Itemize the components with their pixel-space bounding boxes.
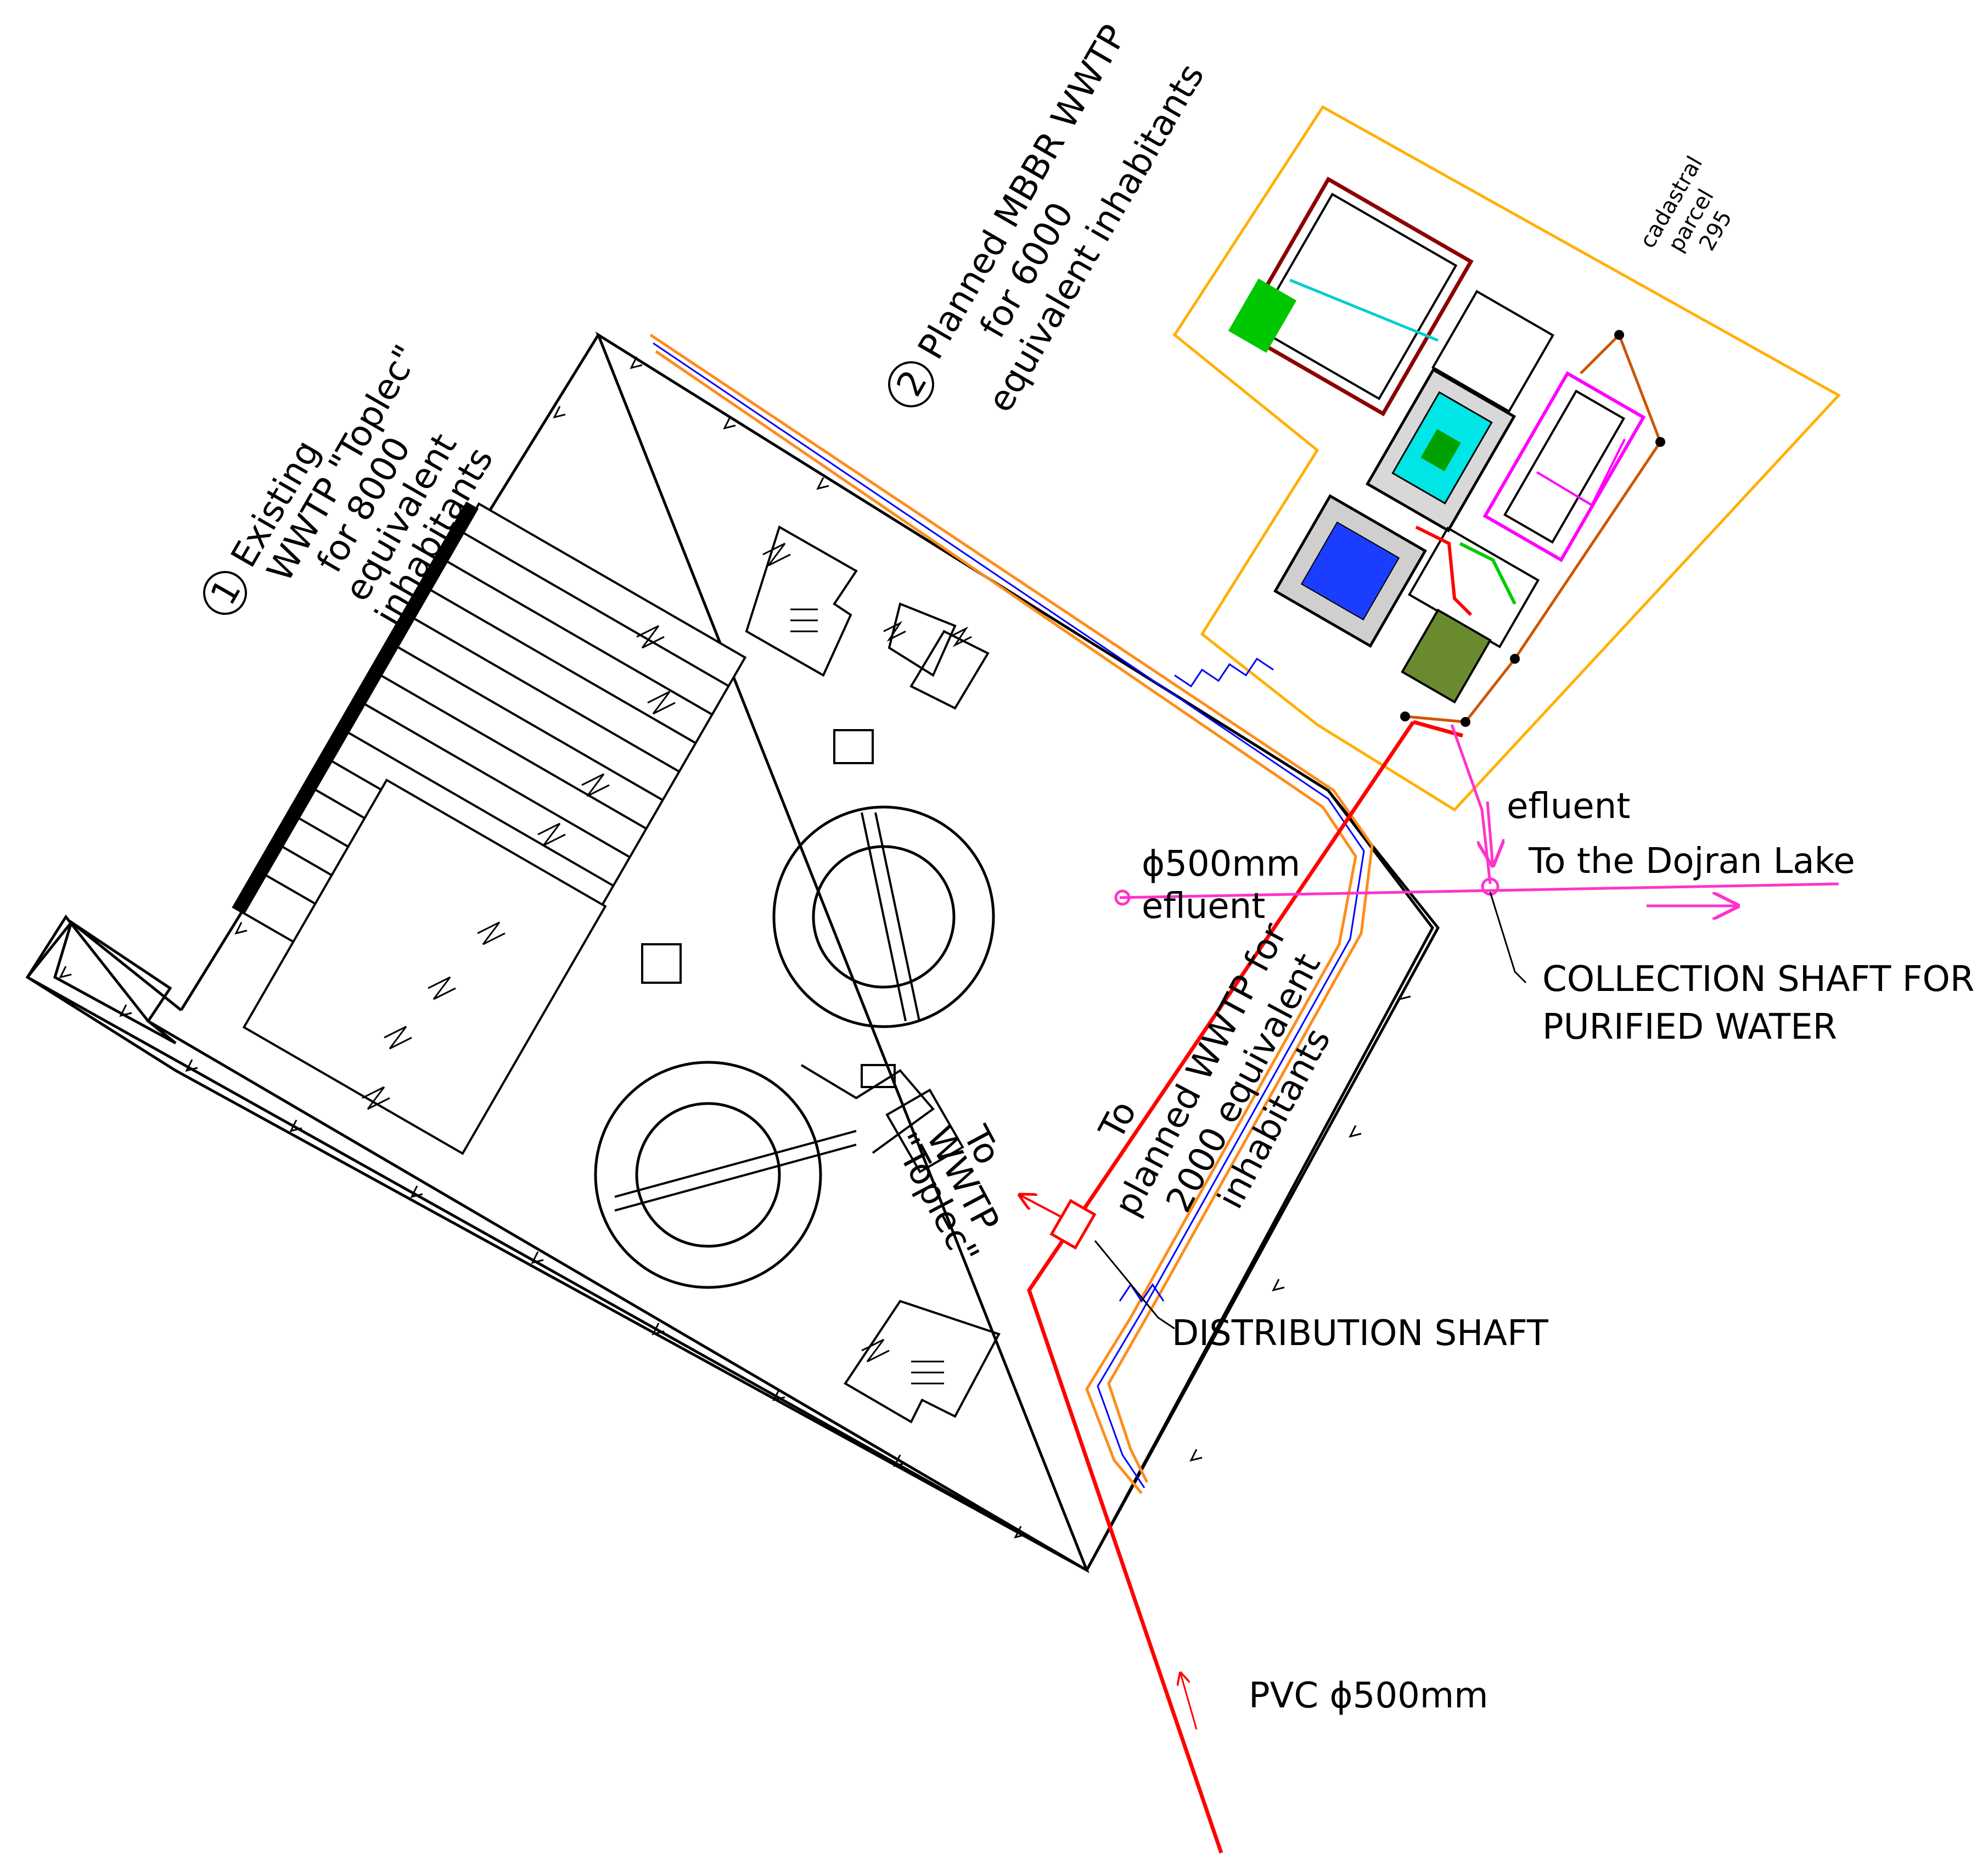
existing-site-boundary [25,331,1440,1573]
clarifier-lower [594,1061,857,1289]
existing-buildings [641,525,1001,1424]
building-hatches [762,542,972,1385]
collection-shaft-leader [1489,892,1527,984]
cadastral-parcel-295 [1172,105,1841,812]
distribution-shaft-label: DISTRIBUTION SHAFT [1172,1313,1549,1354]
collection-shaft-label-2: PURIFIED WATER [1542,1007,1837,1047]
phi500-efluent-label-2: efluent [1142,886,1265,927]
mbbr-units [1228,176,1646,704]
influent-pipe [1018,720,1463,1854]
clarifier-upper [772,805,995,1028]
collection-shaft-label-1: COLLECTION SHAFT FOR [1542,959,1974,1000]
cadastral-label: cadastral parcel 295 [1635,152,1737,256]
to-planned-wwtp-label: To planned WWTP for 2000 equivalent inha… [1091,916,1339,1223]
drying-bed-zigzags [362,625,676,1110]
phi500-efluent-label-1: ϕ500mm [1142,844,1300,884]
dojran-lake-label: To the Dojran Lake [1528,841,1855,882]
distribution-shaft-leader [1094,1240,1175,1330]
drying-beds [232,501,747,1155]
pipeline-corridor [649,333,1374,1494]
efluent-top-label: efluent [1507,786,1630,827]
planned-wwtp-label: 2 Planned MBBR WWTP for 6000 equivalent … [888,18,1212,419]
to-planned-line1: To [1091,1094,1144,1146]
mbbr-nodes [1400,330,1665,727]
pvc-pipe-label: PVC ϕ500mm [1249,1676,1488,1716]
clarifier-links [800,1064,964,1174]
